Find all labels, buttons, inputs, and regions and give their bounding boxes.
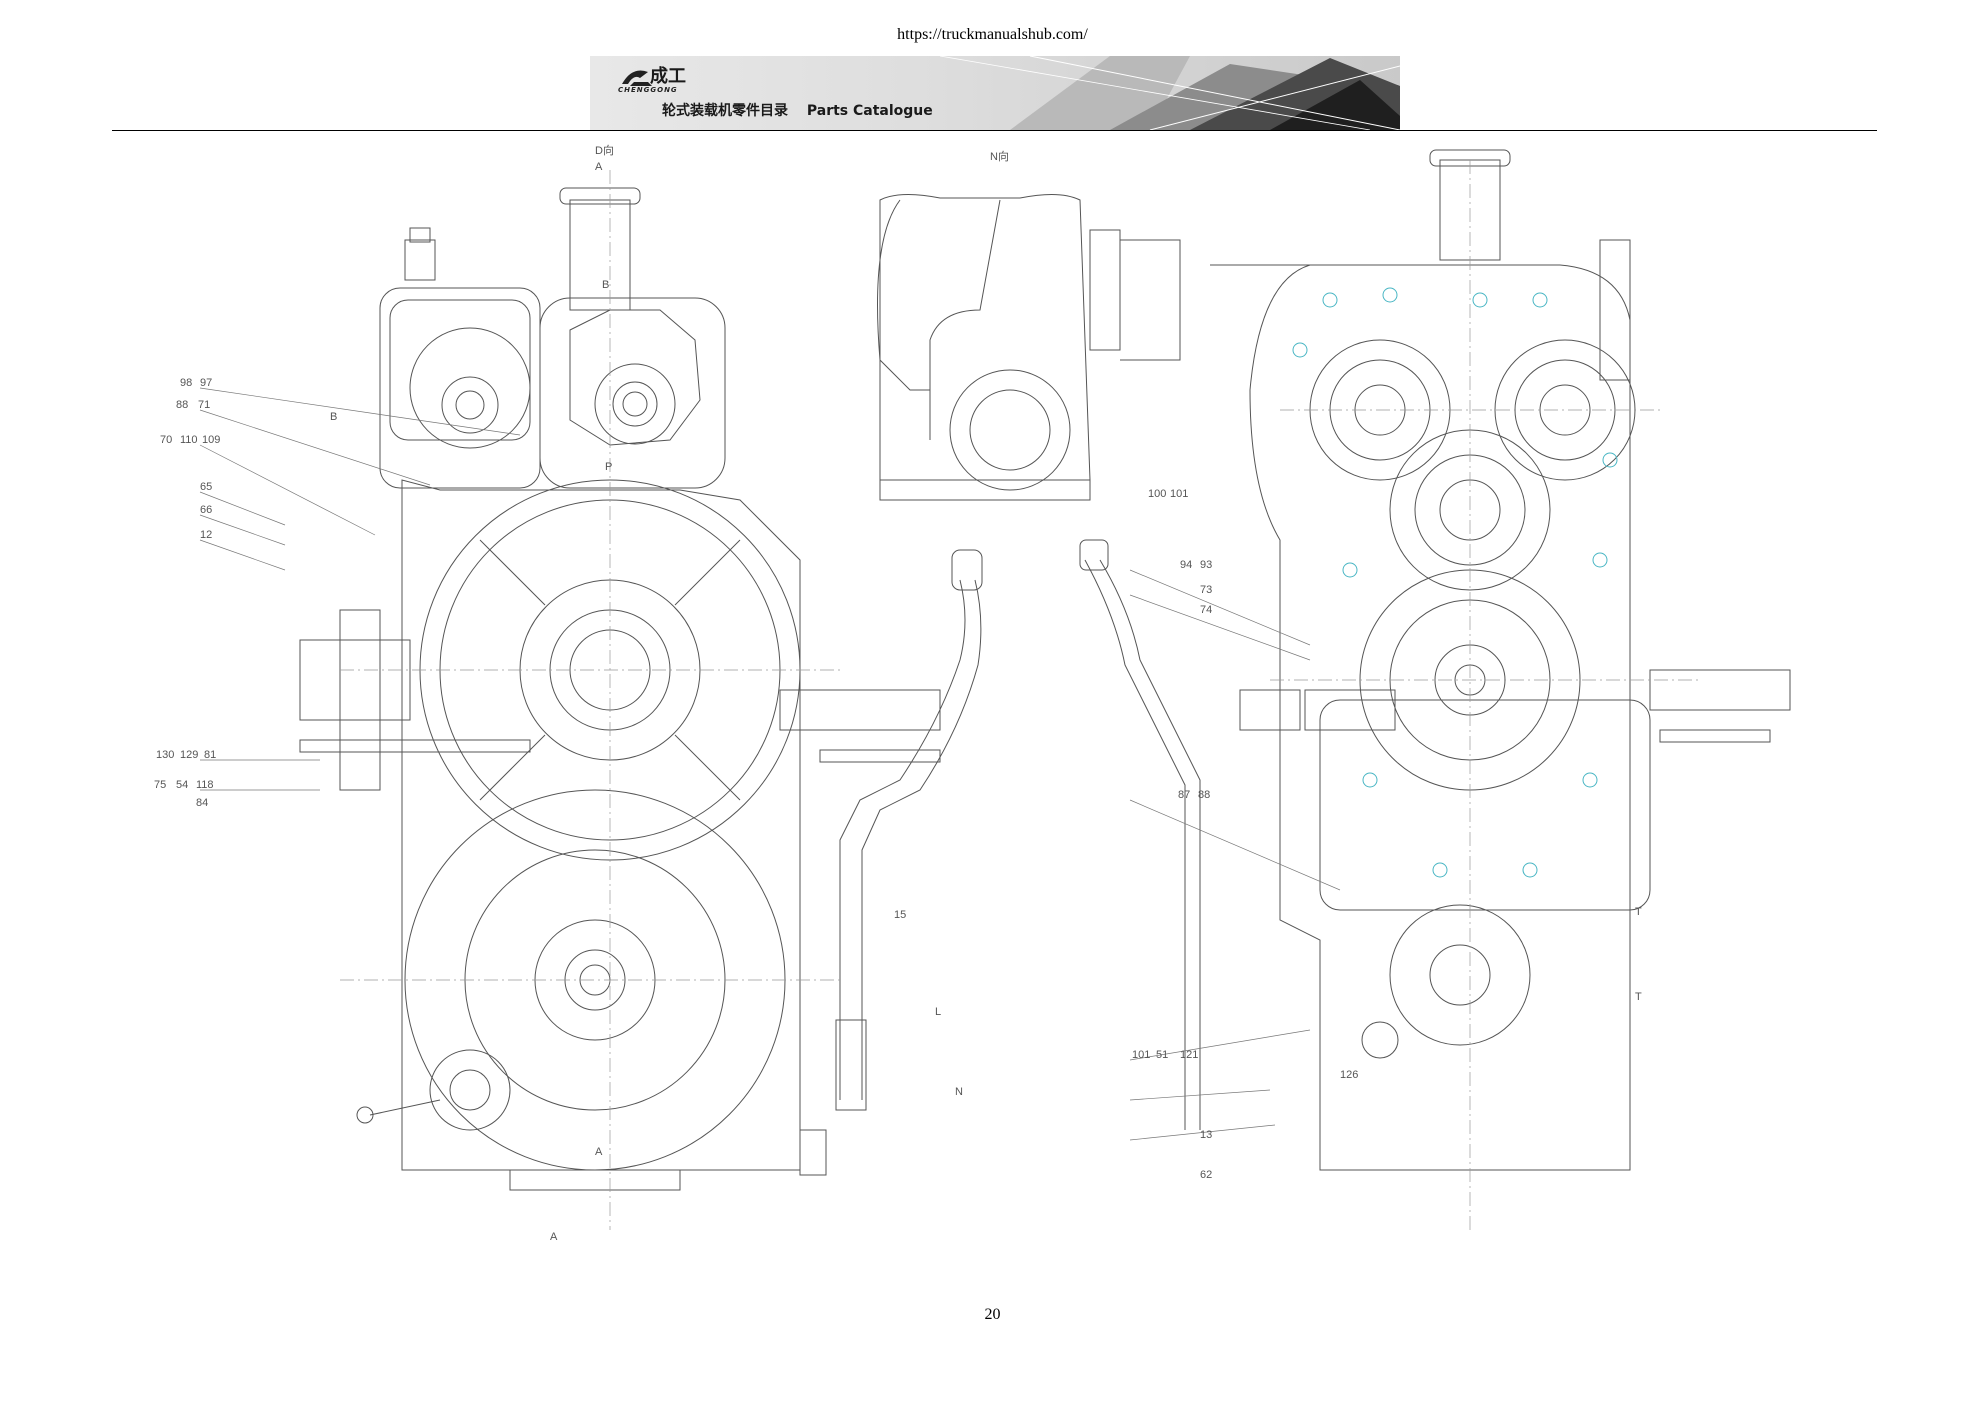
callout-110: 110: [180, 434, 198, 446]
header-rule: [112, 130, 1877, 131]
catalogue-title-cn: 轮式装载机零件目录: [662, 103, 788, 119]
callout-118: 118: [196, 779, 214, 791]
transmission-assembly-drawing: D向 A B B P N向 L N A A T T 98 97 88 71 70…: [154, 143, 1791, 1243]
callout-101-right: 101: [1132, 1049, 1150, 1061]
hose-assembly: [799, 539, 1201, 1176]
callout-70: 70: [160, 434, 172, 446]
left-view: [299, 187, 941, 1191]
section-label-b: B: [602, 279, 609, 291]
callout-87: 87: [1178, 789, 1190, 801]
callout-15: 15: [894, 909, 906, 921]
callout-100: 100: [1148, 488, 1166, 500]
callout-62: 62: [1200, 1169, 1212, 1181]
callout-129: 129: [180, 749, 198, 761]
section-label-p: P: [605, 461, 612, 473]
callout-88: 88: [176, 399, 188, 411]
source-url[interactable]: https://truckmanualshub.com/: [897, 26, 1088, 43]
callout-97: 97: [200, 377, 212, 389]
section-label-a-mid: A: [595, 1146, 603, 1158]
page-number: 20: [984, 1306, 1001, 1323]
callout-93: 93: [1200, 559, 1212, 571]
right-callouts: 94 93 73 74 87 88 101 51 121 126 13 62: [1132, 559, 1358, 1181]
callout-65: 65: [200, 481, 212, 493]
callout-84: 84: [196, 797, 208, 809]
callout-75: 75: [154, 779, 166, 791]
callout-71: 71: [198, 399, 210, 411]
callout-109: 109: [202, 434, 220, 446]
section-label-b-left: B: [330, 411, 337, 423]
callout-101: 101: [1170, 488, 1188, 500]
callout-54: 54: [176, 779, 188, 791]
top-center-view: [877, 194, 1181, 501]
section-label-n: N向: [990, 149, 1009, 163]
section-label-a-top: A: [595, 161, 603, 173]
callout-66: 66: [200, 504, 212, 516]
right-view: [1210, 149, 1791, 1171]
section-label-a-bottom: A: [550, 1231, 558, 1243]
section-label-n-arrow: N: [955, 1086, 963, 1098]
banner-decoration: [939, 56, 1400, 130]
callout-130: 130: [156, 749, 174, 761]
chenggong-logo-icon: [622, 70, 652, 86]
callout-81: 81: [204, 749, 216, 761]
callout-94: 94: [1180, 559, 1192, 571]
section-label-t-top: T: [1635, 906, 1642, 918]
callout-88-right: 88: [1198, 789, 1210, 801]
section-label-d: D向: [595, 143, 614, 157]
catalogue-title-en: Parts Catalogue: [806, 103, 933, 119]
section-label-l: L: [935, 1006, 941, 1018]
brand-subtitle: CHENGGONG: [618, 86, 678, 94]
left-callouts: 98 97 88 71 70 110 109 65 66 12 130 129 …: [154, 377, 220, 809]
brand-name: 成工: [650, 66, 686, 87]
callout-13: 13: [1200, 1129, 1212, 1141]
callout-74: 74: [1200, 604, 1212, 616]
catalogue-title: 轮式装载机零件目录 Parts Catalogue: [662, 100, 933, 120]
callout-12: 12: [200, 529, 212, 541]
catalogue-banner: 成工 CHENGGONG 轮式装载机零件目录 Parts Catalogue: [590, 56, 1400, 130]
callout-126: 126: [1340, 1069, 1358, 1081]
section-labels: D向 A B B P N向 L N A A T T: [330, 143, 1642, 1243]
section-label-t-bottom: T: [1635, 991, 1642, 1003]
callout-121: 121: [1180, 1049, 1198, 1061]
top-callouts: 100 101 15: [894, 488, 1188, 921]
callout-51: 51: [1156, 1049, 1168, 1061]
callout-73: 73: [1200, 584, 1212, 596]
callout-98: 98: [180, 377, 192, 389]
